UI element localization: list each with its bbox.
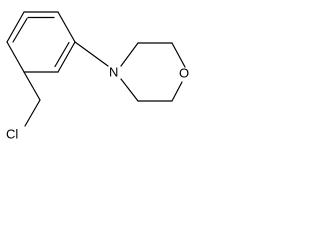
morpholine-ring: N O — [109, 42, 189, 102]
structure-canvas: Cl N O — [0, 0, 195, 151]
ring-bond-top-right — [57, 11, 76, 43]
ring-double-bond-right — [54, 41, 70, 68]
oxygen-atom-label: O — [179, 65, 189, 80]
benzene-ring — [6, 11, 76, 73]
ring-to-nitrogen-bond — [74, 41, 109, 67]
ring-to-ch2-bond — [23, 71, 41, 101]
chloromethyl-group: Cl — [6, 71, 41, 141]
ring-bond-top-left — [6, 11, 25, 43]
morph-bond-o-bottom — [171, 81, 183, 102]
molecule-diagram: Cl N O — [6, 11, 189, 141]
ch2-to-cl-bond — [24, 99, 41, 127]
morph-bond-n-upper — [120, 42, 139, 67]
ring-bond-bottom-left — [6, 41, 25, 73]
chlorine-atom-label: Cl — [6, 126, 18, 141]
ring-bond-bottom-right — [57, 41, 76, 73]
morph-bond-top-o — [171, 42, 186, 68]
ring-double-bond-left — [12, 17, 28, 43]
nitrogen-atom-label: N — [109, 64, 118, 79]
morph-bond-lower-n — [120, 78, 139, 102]
